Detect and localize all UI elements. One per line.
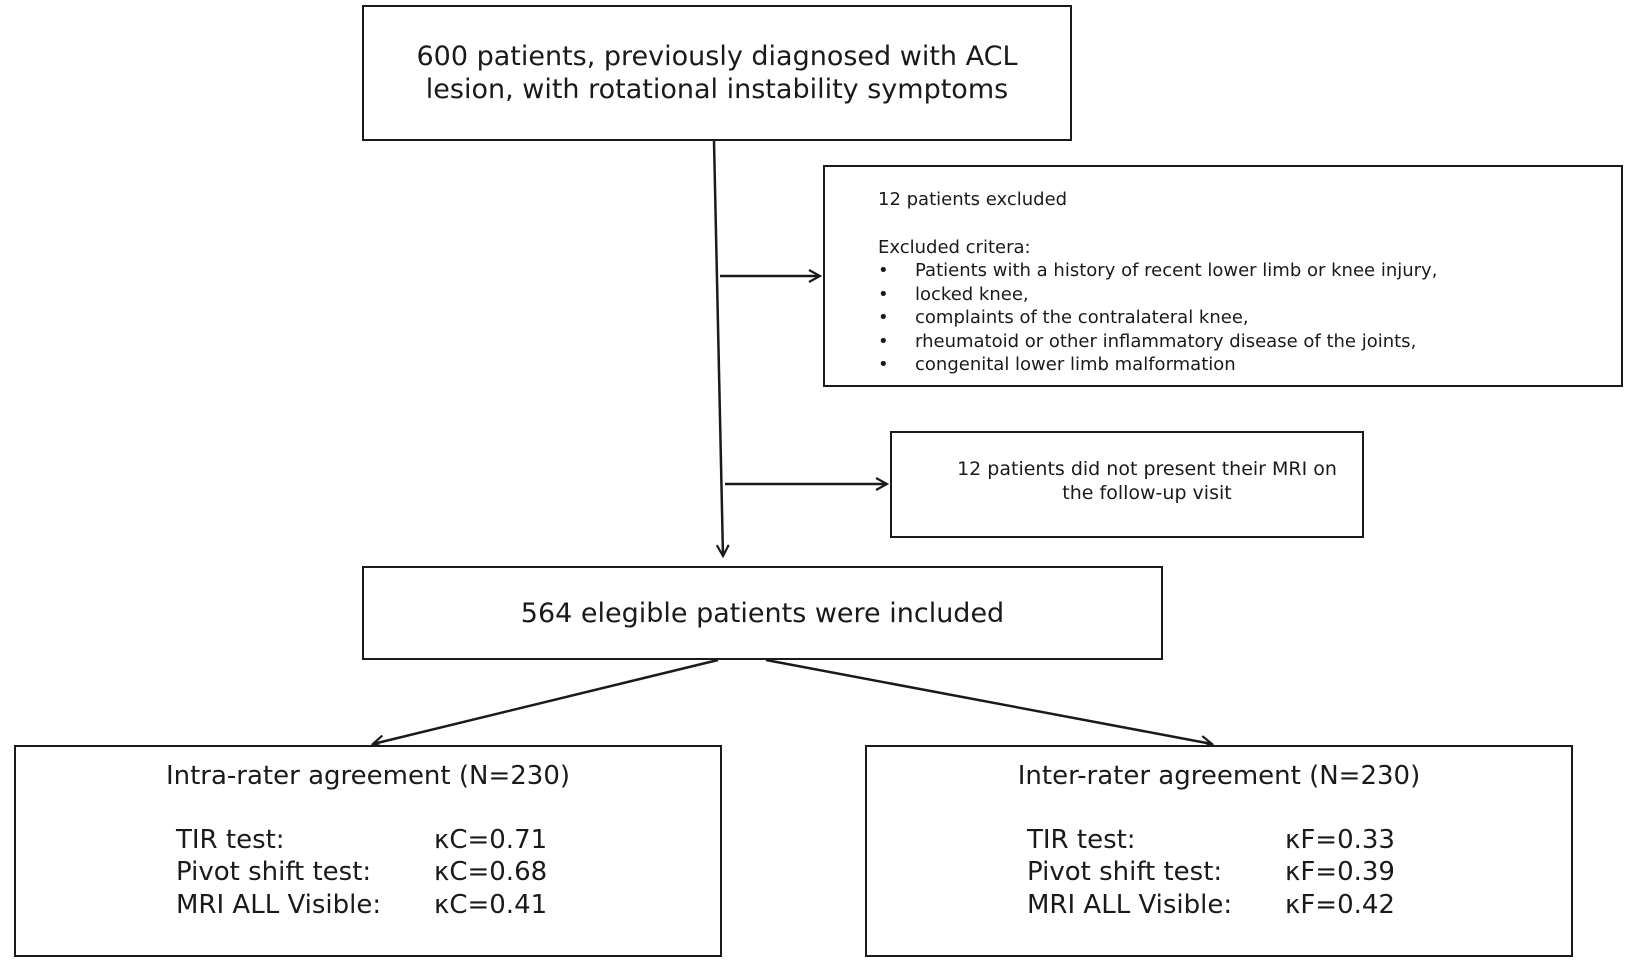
intra-rater-title: Intra-rater agreement (N=230) [165, 761, 571, 791]
initial-patients-box: 600 patients, previously diagnosed with … [362, 5, 1072, 141]
inter-row-tir: TIR test:κF=0.33 [1027, 825, 1395, 855]
inter-row-pivot: Pivot shift test:κF=0.39 [1027, 857, 1395, 887]
exclusion-criteria-label: Excluded critera: [878, 237, 1031, 258]
mri-missing-box: 12 patients did not present their MRI on… [890, 431, 1364, 538]
inter-value-tir: κF=0.33 [1285, 825, 1395, 855]
exclusion-criteria-list: •Patients with a history of recent lower… [878, 259, 1437, 377]
arrow-main-down [712, 140, 723, 556]
initial-patients-text: 600 patients, previously diagnosed with … [416, 41, 1018, 105]
included-patients-box: 564 elegible patients were included [362, 566, 1163, 660]
intra-row-tir: TIR test:κC=0.71 [176, 825, 548, 855]
list-item: •Patients with a history of recent lower… [878, 260, 1438, 281]
inter-value-mri: κF=0.42 [1285, 890, 1395, 920]
intra-row-mri: MRI ALL Visible:κC=0.41 [176, 890, 548, 920]
arrow-to-intra [373, 658, 719, 744]
mri-missing-text: 12 patients did not present their MRI on… [957, 458, 1337, 504]
arrow-to-inter [765, 658, 1212, 744]
exclusion-heading: 12 patients excluded [878, 189, 1068, 210]
inter-value-pivot: κF=0.39 [1285, 857, 1395, 887]
inter-rater-box: Inter-rater agreement (N=230) TIR test:κ… [865, 745, 1573, 957]
included-patients-text: 564 elegible patients were included [520, 597, 1005, 629]
list-item: •locked knee, [878, 283, 1029, 305]
intra-value-tir: κC=0.71 [434, 825, 548, 855]
exclusion-box: 12 patients excluded Excluded critera: •… [823, 165, 1623, 387]
inter-row-mri: MRI ALL Visible:κF=0.42 [1027, 890, 1395, 920]
list-item: •rheumatoid or other inflammatory diseas… [878, 330, 1417, 352]
intra-row-pivot: Pivot shift test:κC=0.68 [176, 857, 548, 887]
intra-rater-box: Intra-rater agreement (N=230) TIR test:κ… [14, 745, 722, 957]
list-item: •complaints of the contralateral knee, [878, 307, 1249, 328]
list-item: •congenital lower limb malformation [878, 354, 1236, 375]
intra-value-mri: κC=0.41 [434, 890, 548, 920]
inter-rater-title: Inter-rater agreement (N=230) [1017, 761, 1421, 791]
intra-value-pivot: κC=0.68 [434, 857, 548, 887]
